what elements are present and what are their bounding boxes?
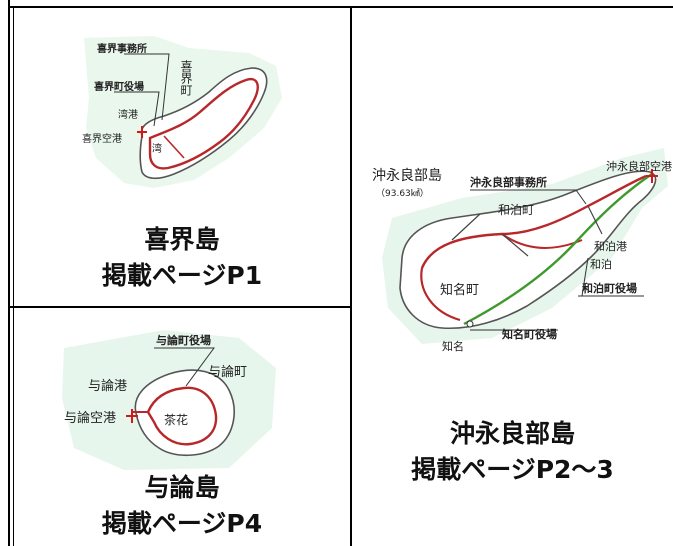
- okinoerabu-label-china-town: 知名町: [440, 282, 479, 298]
- okinoerabu-label-wadomari-town: 和泊町: [498, 203, 534, 217]
- okinoerabu-label-china-hall: 知名町役場: [501, 327, 557, 341]
- okinoerabu-label-airport: 沖永良部空港: [606, 159, 672, 173]
- kikai-label-town-hall: 喜界町役場: [94, 80, 144, 93]
- okinoerabu-caption-page: 掲載ページP2～3: [411, 455, 614, 485]
- kikai-label-port: 湾港: [118, 108, 138, 121]
- kikai-caption-page: 掲載ページP1: [101, 261, 263, 291]
- okinoerabu-label-wadomari-hall: 和泊町役場: [582, 281, 637, 295]
- grid-left-divider: [8, 306, 352, 308]
- kikai-road-red: [148, 77, 259, 170]
- kikai-road-inner: [163, 135, 185, 159]
- kikai-leader-hall: [114, 91, 160, 127]
- yoron-caption: 与論島 掲載ページP4: [14, 470, 350, 543]
- yoron-label-town-hall: 与論町役場: [156, 333, 211, 347]
- yoron-label-chabana: 茶花: [164, 412, 188, 427]
- yoron-caption-name: 与論島: [144, 473, 220, 502]
- okinoerabu-airport-icon: [646, 169, 658, 183]
- yoron-map: 与論町役場 与論港 与論町 与論空港 茶花: [62, 330, 276, 470]
- okinoerabu-leader-wadomari-hall: [578, 257, 644, 297]
- okinoerabu-leader-office: [470, 189, 587, 205]
- okinoerabu-road-red: [420, 174, 647, 269]
- kikai-town-vertical: 喜界町: [179, 60, 193, 96]
- okinoerabu-road-red-south: [420, 267, 461, 322]
- yoron-label-port: 与論港: [88, 378, 127, 394]
- kikai-label-airport: 喜界空港: [82, 132, 122, 145]
- yoron-label-town-name: 与論町: [208, 364, 247, 380]
- okinoerabu-label-area: （93.63㎢）: [376, 188, 429, 199]
- kikai-label-town-name: 喜界町: [179, 60, 193, 96]
- yoron-leader-hall: [154, 347, 215, 387]
- kikai-panel: 喜界事務所 喜界町 喜界町役場 湾港 喜界空港 湾 喜界島 掲載ページP1: [14, 8, 350, 306]
- kikai-label-wan: 湾: [152, 142, 162, 155]
- grid-top-border: [8, 6, 673, 8]
- okinoerabu-road-dark: [451, 205, 603, 257]
- yoron-road-red: [146, 386, 218, 446]
- okinoerabu-china-hall-marker: [466, 320, 474, 328]
- yoron-airport-icon: [126, 409, 138, 423]
- kikai-leader-office: [124, 53, 170, 121]
- okinoerabu-caption: 沖永良部島 掲載ページP2～3: [352, 416, 673, 489]
- grid-left-border: [8, 0, 10, 546]
- okinoerabu-caption-name: 沖永良部島: [449, 419, 575, 448]
- kikai-island-outline: [139, 67, 268, 180]
- kikai-caption-name: 喜界島: [144, 225, 220, 254]
- okinoerabu-road-red-branch: [501, 233, 583, 249]
- yoron-label-airport: 与論空港: [64, 410, 116, 426]
- grid-left-border-inner: [13, 8, 14, 546]
- yoron-panel: 与論町役場 与論港 与論町 与論空港 茶花 与論島 掲載ページP4: [14, 308, 350, 546]
- okinoerabu-label-china: 知名: [442, 339, 464, 353]
- kikai-label-office: 喜界事務所: [97, 42, 147, 55]
- okinoerabu-label-wadomari-port: 和泊港: [594, 240, 627, 253]
- okinoerabu-map: 沖永良部島 （93.63㎢） 沖永良部事務所 沖永良部空港 和泊町 和泊港 和泊…: [372, 148, 672, 353]
- okinoerabu-label-island-name: 沖永良部島: [372, 168, 442, 184]
- okinoerabu-label-office: 沖永良部事務所: [470, 175, 547, 189]
- kikai-caption: 喜界島 掲載ページP1: [14, 222, 350, 295]
- okinoerabu-road-green: [463, 173, 653, 326]
- okinoerabu-island-outline: [399, 170, 657, 330]
- kikai-airport-icon: [137, 126, 147, 138]
- okinoerabu-label-wadomari: 和泊: [590, 258, 612, 271]
- yoron-caption-page: 掲載ページP4: [101, 509, 263, 539]
- okinoerabu-panel: 沖永良部島 （93.63㎢） 沖永良部事務所 沖永良部空港 和泊町 和泊港 和泊…: [352, 8, 673, 546]
- grid-center-divider: [350, 6, 352, 546]
- kikai-map: 喜界事務所 喜界町 喜界町役場 湾港 喜界空港 湾: [82, 36, 282, 188]
